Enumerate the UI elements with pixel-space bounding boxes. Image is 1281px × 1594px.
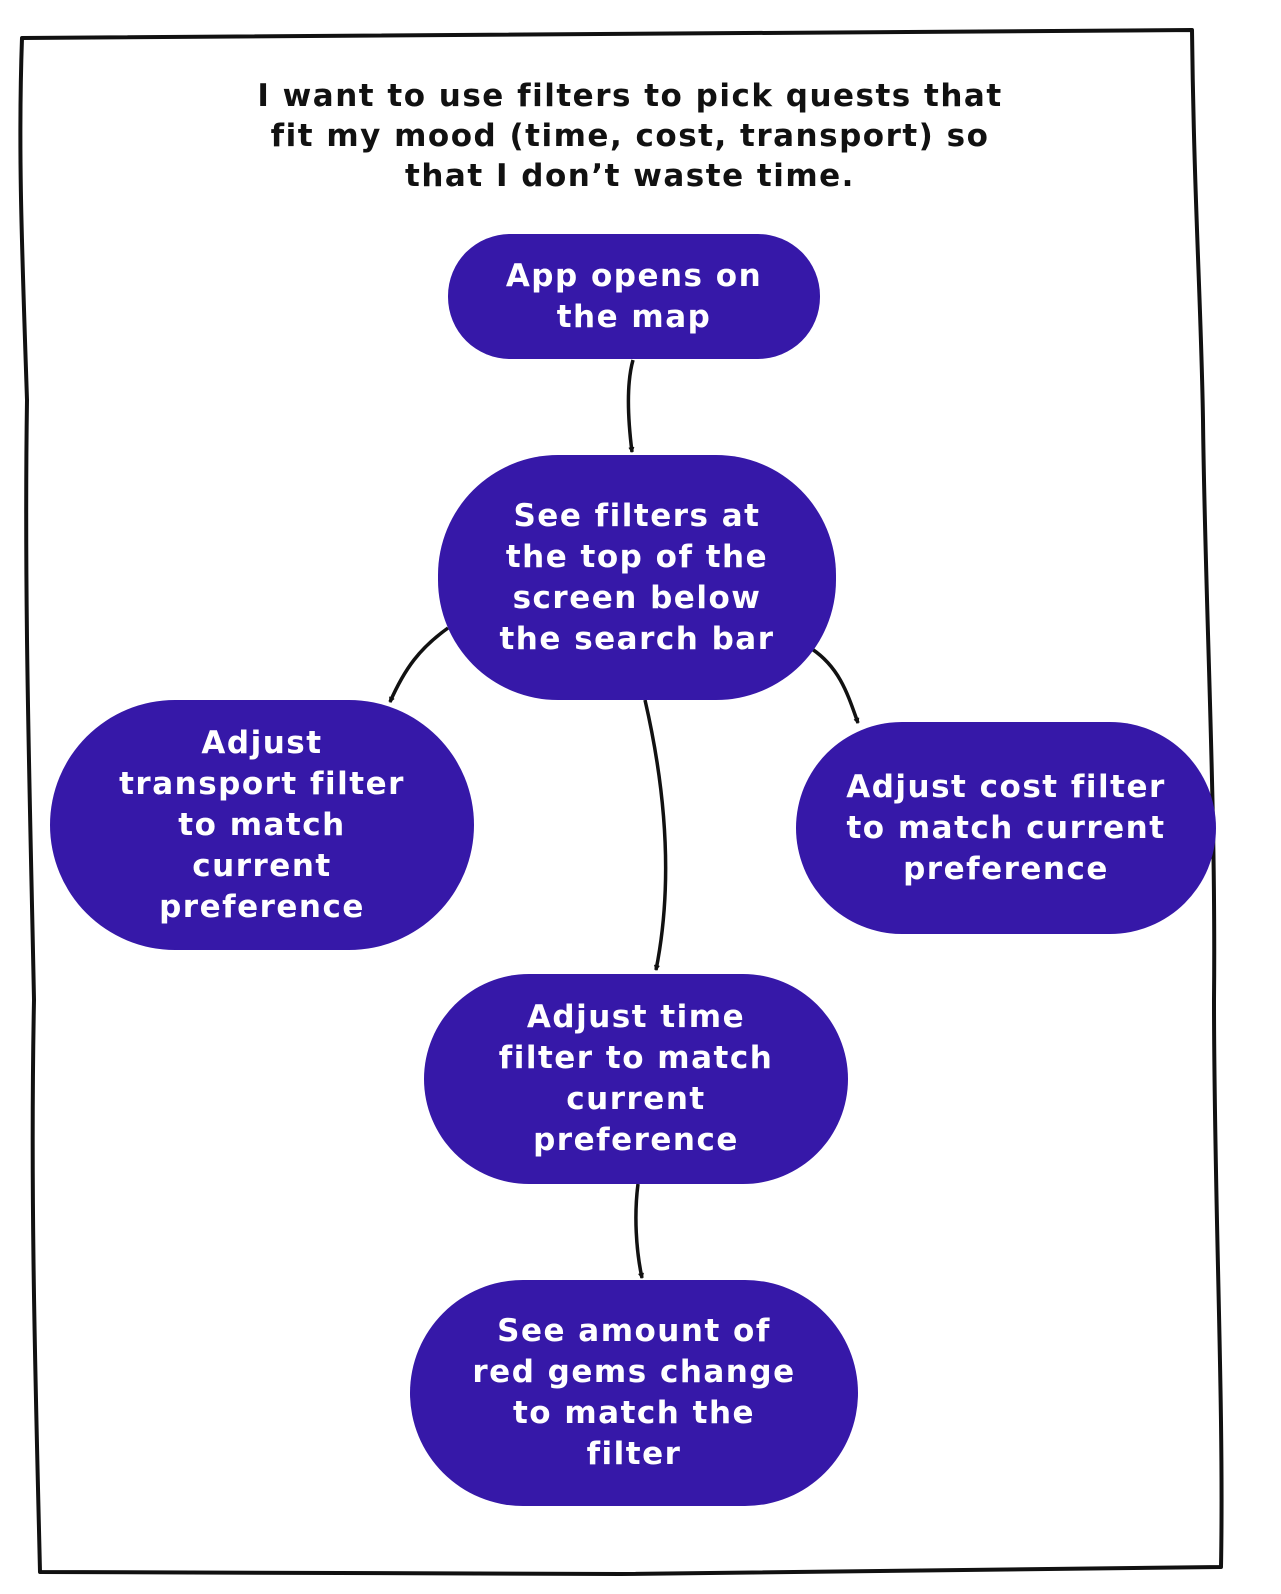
step-label: App opens on the map bbox=[505, 257, 763, 335]
step-label: See amount of red gems change to match t… bbox=[472, 1313, 796, 1472]
step-label: Adjust transport filter to match current… bbox=[119, 724, 405, 925]
arrow-see-filters-to-cost-filter bbox=[811, 647, 860, 723]
step-open-map: App opens on the map bbox=[448, 234, 820, 359]
step-transport-filter: Adjust transport filter to match current… bbox=[50, 700, 474, 950]
hand-drawn-frame bbox=[18, 28, 1224, 1576]
step-see-filters: See filters at the top of the screen bel… bbox=[438, 455, 836, 700]
step-cost-filter: Adjust cost filter to match current pref… bbox=[796, 722, 1216, 934]
step-label: Adjust time filter to match current pref… bbox=[498, 999, 774, 1158]
arrow-see-filters-to-transport-filter bbox=[388, 626, 450, 702]
arrow-open-map-to-see-filters bbox=[626, 359, 635, 452]
arrow-see-filters-to-time-filter bbox=[643, 699, 668, 970]
step-time-filter: Adjust time filter to match current pref… bbox=[424, 974, 848, 1184]
step-label: Adjust cost filter to match current pref… bbox=[846, 768, 1166, 887]
step-label: See filters at the top of the screen bel… bbox=[499, 497, 775, 657]
step-gems-change: See amount of red gems change to match t… bbox=[410, 1280, 858, 1506]
user-story-text: I want to use filters to pick quests tha… bbox=[257, 78, 1003, 194]
arrow-time-filter-to-gems-change bbox=[634, 1183, 642, 1278]
